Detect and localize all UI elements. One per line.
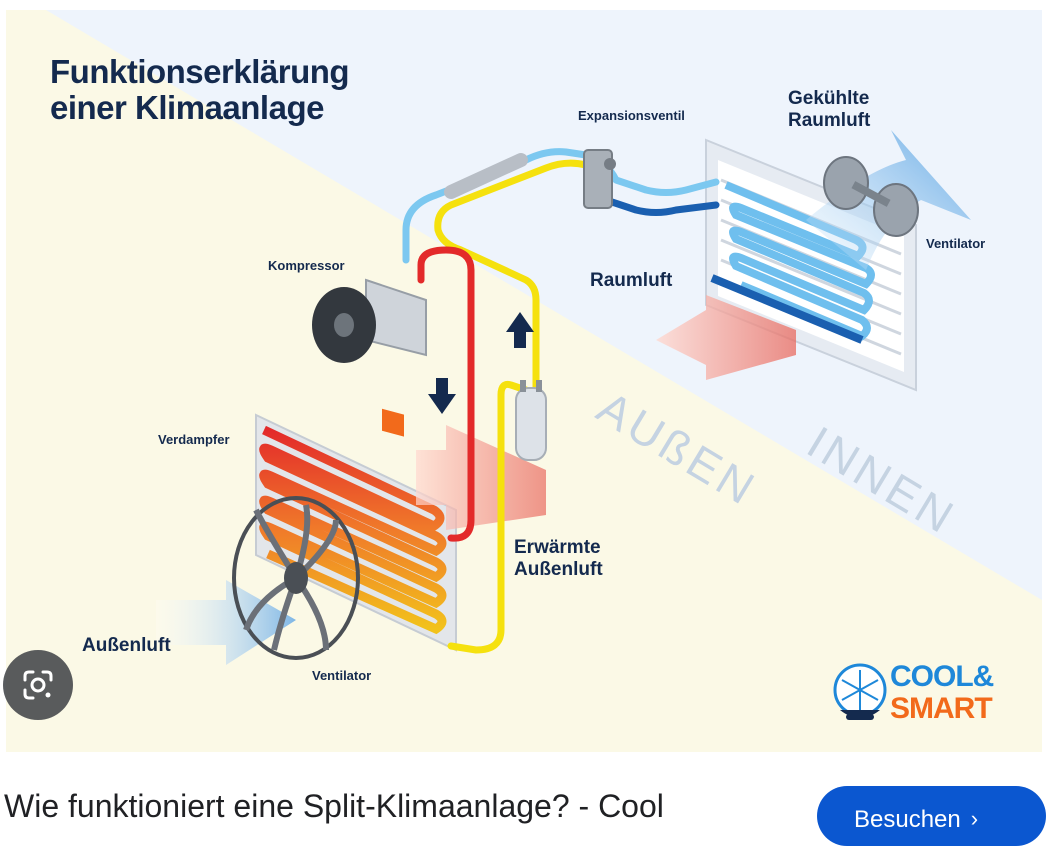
title-line-1: Funktionserklärung [50,53,350,90]
logo-mark [833,663,887,720]
inside-zone [46,10,1042,600]
chevron-right-icon: › [970,806,979,831]
visit-button[interactable]: Besuchen › [817,786,1046,846]
accumulator [515,380,547,461]
label-expansion-valve: Expansionsventil [578,108,685,123]
diagram-title: Funktionserklärung einer Klimaanlage [50,53,350,126]
label-evaporator: Verdampfer [158,432,230,447]
flow-arrow-up [506,312,534,348]
label-cooled-air-1: Gekühlte [788,88,870,109]
label-outside-air: Außenluft [82,635,171,656]
logo-text-bottom: SMART [890,692,993,725]
pipes [402,148,720,654]
visit-button-label: Besuchen [854,806,961,833]
label-warmed-air-2: Außenluft [514,559,603,580]
label-warmed-air: Erwärmte Außenluft [514,537,603,581]
diagram-artwork [46,10,1042,720]
google-lens-icon [23,670,53,700]
label-room-air: Raumluft [590,270,673,291]
result-caption[interactable]: Wie funktioniert eine Split-Klimaanlage?… [4,788,664,824]
flow-arrow-down [428,378,456,414]
label-warmed-air-1: Erwärmte [514,537,601,558]
room-air-arrow [656,295,796,380]
label-fan-outdoor: Ventilator [312,668,372,683]
expansion-valve [583,149,616,209]
label-fan-indoor: Ventilator [926,236,986,251]
label-cooled-air: Gekühlte Raumluft [788,88,870,132]
indoor-unit [705,130,971,392]
diagram-image[interactable]: Funktionserklärung einer Klimaanlage Exp… [6,10,1042,752]
title-line-2: einer Klimaanlage [50,89,324,126]
label-cooled-air-2: Raumluft [788,110,871,131]
outdoor-fan [232,496,360,660]
warmed-air-arrow [416,425,546,530]
compressor [312,278,427,437]
logo-text-top: COOL& [890,660,994,693]
label-compressor: Kompressor [268,258,345,273]
lens-button[interactable] [3,650,73,720]
